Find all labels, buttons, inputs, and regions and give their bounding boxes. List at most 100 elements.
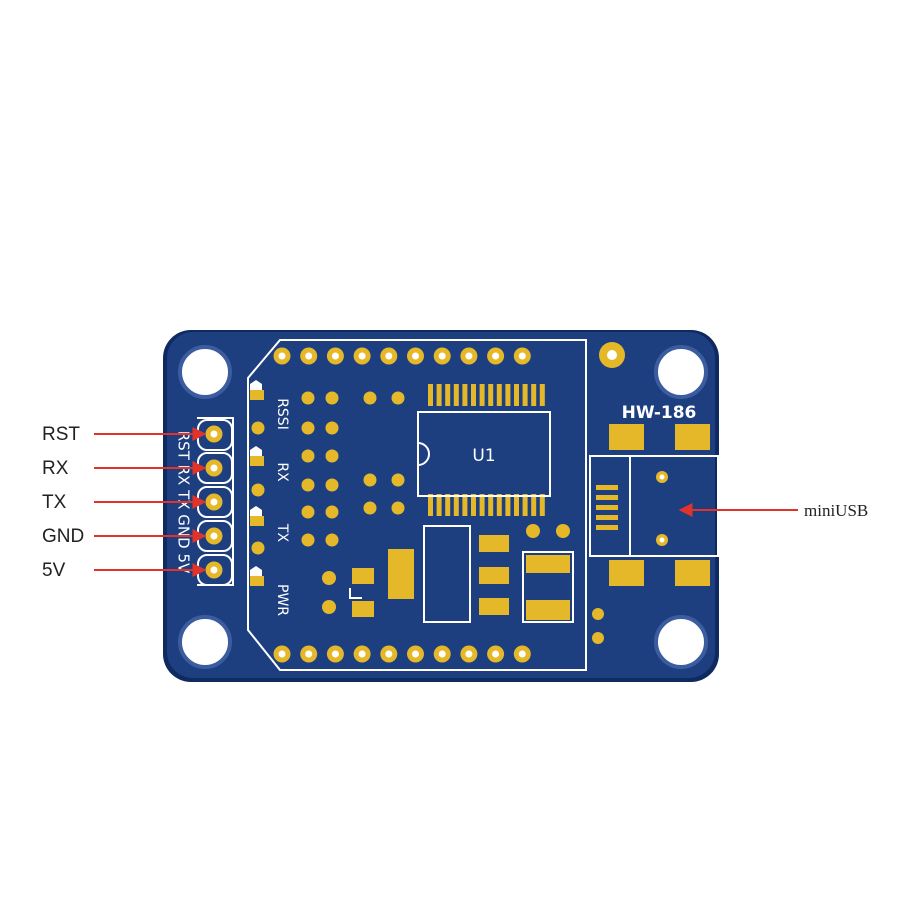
header-pin-4-hole [210, 532, 218, 540]
led-indicators [250, 380, 264, 586]
smd-pad-4 [301, 391, 315, 405]
usb-pin-5 [596, 525, 618, 530]
pad-left-mark [349, 588, 362, 599]
header-pin-5-hole [210, 566, 218, 574]
led-rssi-mark [250, 380, 262, 392]
smd-pad-15 [325, 533, 339, 547]
usb-outline-outer [589, 455, 719, 557]
pad-round-e [592, 608, 604, 620]
callout-label-tx: TX [42, 492, 67, 513]
u1-pin-top-11 [514, 384, 519, 406]
u1-pins-bottom [428, 494, 545, 516]
pad-round-c [322, 571, 336, 585]
u1-pin-bottom-14 [539, 494, 545, 516]
mounting-hole-top-right [654, 345, 708, 399]
u1-pin-top-9 [496, 384, 502, 406]
smd-pad-9 [301, 533, 315, 547]
led-tx [250, 516, 264, 526]
u1-pin-top-4 [453, 384, 459, 406]
u1-chip: U1 [417, 384, 551, 516]
u1-pin-bottom-6 [471, 494, 476, 516]
pad-left-2 [352, 601, 374, 617]
bottom-pad-8-hole [465, 650, 473, 658]
mounting-holes [178, 345, 708, 669]
u1-pin-bottom-7 [479, 494, 485, 516]
led-rssi [250, 390, 264, 400]
usb-pad-bottom-left [609, 560, 644, 586]
smd-pad-16 [363, 391, 377, 405]
diode-pad-top [526, 555, 570, 573]
smd-pads [251, 391, 405, 555]
usb-mount-hole-bottom-center [659, 537, 665, 543]
smd-pad-1 [251, 421, 265, 435]
top-pad-8-hole [465, 352, 473, 360]
smd-pad-19 [391, 391, 405, 405]
pad-round-d [322, 600, 336, 614]
diode-pad-bottom [526, 600, 570, 620]
led-label-pwr: PWR [274, 584, 290, 616]
usb-mount-hole-top-center [659, 474, 665, 480]
u1-pin-bottom-3 [445, 494, 451, 516]
smd-pad-7 [301, 478, 315, 492]
top-pad-4-hole [358, 352, 366, 360]
bottom-pad-9-hole [492, 650, 500, 658]
top-pad-9-hole [492, 352, 500, 360]
header-pin-3-hole [210, 498, 218, 506]
capacitor-large [388, 549, 414, 599]
callout-label-gnd: GND [42, 526, 84, 547]
top-pad-2-hole [305, 352, 313, 360]
smd-pad-5 [301, 421, 315, 435]
u1-pin-top-12 [522, 384, 528, 406]
u1-pin-bottom-11 [514, 494, 519, 516]
smd-pad-21 [391, 501, 405, 515]
usb-callout: miniUSB [678, 501, 868, 520]
smd-pad-8 [301, 505, 315, 519]
bottom-pad-7-hole [438, 650, 446, 658]
usb-pad-bottom-right [675, 560, 710, 586]
bottom-pad-1-hole [278, 650, 286, 658]
bottom-pad-10-hole [518, 650, 526, 658]
pad-a2 [479, 567, 509, 584]
usb-pin-2 [596, 495, 618, 500]
u1-pin-bottom-10 [505, 494, 511, 516]
u1-pin-bottom-12 [522, 494, 528, 516]
u1-pin-bottom-5 [462, 494, 468, 516]
callout-label-5v: 5V [42, 560, 66, 581]
u1-pin-top-3 [445, 384, 451, 406]
pad-round-b [556, 524, 570, 538]
u1-pin-bottom-9 [496, 494, 502, 516]
top-pad-3-hole [331, 352, 339, 360]
led-label-tx: TX [274, 523, 290, 543]
u1-pin-top-6 [471, 384, 476, 406]
header-pin-2-hole [210, 464, 218, 472]
usb-pin-4 [596, 515, 618, 520]
u1-pin-bottom-8 [488, 494, 494, 516]
bottom-pad-4-hole [358, 650, 366, 658]
led-label-rssi: RSSI [274, 398, 290, 430]
callout-label-rx: RX [42, 458, 69, 479]
pad-round-a [526, 524, 540, 538]
u1-notch [417, 442, 430, 466]
smd-pad-13 [325, 478, 339, 492]
led-label-rx: RX [274, 462, 290, 482]
u1-pin-top-1 [428, 384, 433, 406]
callout-label-usb: miniUSB [804, 501, 868, 520]
bottom-pad-row [273, 645, 531, 663]
smd-pad-10 [325, 391, 339, 405]
bottom-pad-5-hole [385, 650, 393, 658]
u1-pin-top-10 [505, 384, 511, 406]
smd-pad-6 [301, 449, 315, 463]
top-pad-10-hole [518, 352, 526, 360]
u1-pin-bottom-2 [436, 494, 442, 516]
u1-pin-top-13 [531, 384, 537, 406]
usb-pin-1 [596, 485, 618, 490]
pcb-board: RST RX TX GND 5V RSSI RX TX PWR [163, 330, 719, 682]
top-pad-row [273, 347, 531, 365]
u1-outline [417, 411, 551, 497]
mounting-hole-bottom-left [178, 615, 232, 669]
u1-pin-top-8 [488, 384, 494, 406]
header-pin-1-hole [210, 430, 218, 438]
led-tx-mark [250, 506, 262, 518]
usb-pins [596, 485, 618, 530]
